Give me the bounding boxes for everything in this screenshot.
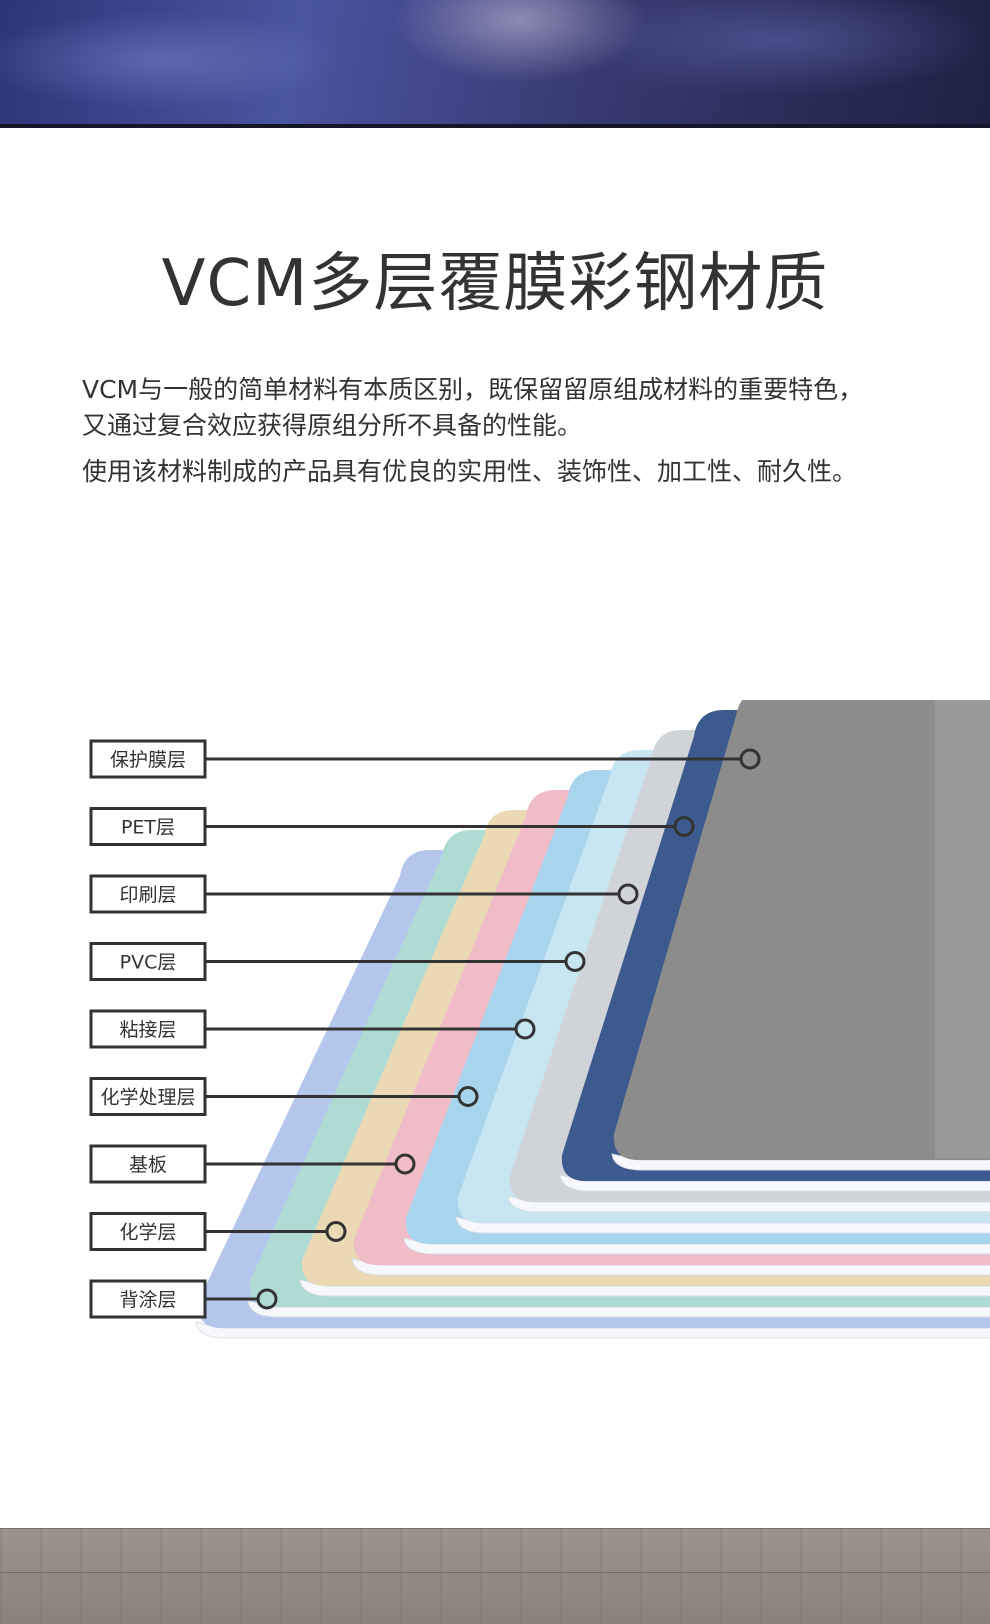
hero-photo-edge: [0, 124, 990, 128]
description-line-3: 使用该材料制成的产品具有优良的实用性、装饰性、加工性、耐久性。: [82, 457, 858, 486]
leader-dot: [673, 816, 695, 837]
sheet-highlight: [935, 700, 990, 1158]
sheet-edge: [507, 1195, 990, 1213]
leader-dot: [457, 1086, 479, 1107]
sheet-edge: [611, 1153, 990, 1171]
layer-label: PVC层: [120, 952, 177, 974]
sheet-edge: [351, 1258, 990, 1276]
layer-label: 化学层: [119, 1222, 176, 1244]
hero-photo-strip: [0, 0, 990, 128]
description-line-1: VCM与一般的简单材料有本质区别，既保留留原组成材料的重要特色，: [82, 375, 864, 404]
leader-dot: [739, 748, 761, 770]
leader-dot: [394, 1153, 416, 1175]
layer-label: 粘接层: [119, 1019, 176, 1041]
floor-plank-line: [0, 1572, 990, 1613]
layer-label: 印刷层: [119, 884, 176, 906]
floor-photo-strip: [0, 1528, 990, 1624]
sheet-edge: [559, 1174, 990, 1192]
leader-dot: [514, 1018, 536, 1040]
layer-label-box: [89, 1009, 207, 1049]
sheet-edge: [455, 1216, 990, 1234]
sheet-edge: [247, 1300, 990, 1318]
layer-callout: 印刷层: [89, 874, 639, 914]
sheet-edge: [299, 1279, 990, 1297]
layer-callout: 化学层: [89, 1212, 347, 1251]
description-line-2: 又通过复合效应获得原组分所不具备的性能。: [82, 411, 583, 440]
layer-callout: 背涂层: [89, 1279, 278, 1319]
layer-label: 基板: [129, 1154, 167, 1176]
floor-plank-line: [0, 1528, 990, 1569]
leader-dot: [617, 883, 639, 905]
layer-label-box: [89, 1144, 207, 1184]
layer-label: 化学处理层: [100, 1087, 195, 1109]
layer-callout: 粘接层: [89, 1009, 536, 1049]
layer-callout: 保护膜层: [89, 739, 761, 779]
layer-sheet: [613, 700, 990, 1160]
layer-sheets: [195, 700, 990, 1339]
leader-dot: [564, 951, 586, 972]
layer-callout: 化学处理层: [89, 1077, 479, 1116]
layer-label-box: [89, 874, 207, 914]
layer-label: 保护膜层: [110, 749, 186, 771]
layer-label-box: [89, 942, 207, 981]
layer-label: PET层: [121, 817, 175, 839]
layer-callout: PVC层: [89, 942, 586, 981]
sheet-edge: [403, 1237, 990, 1255]
page-title: VCM多层覆膜彩钢材质: [161, 247, 829, 321]
sheet-edge: [195, 1321, 990, 1339]
layer-label: 背涂层: [119, 1289, 176, 1311]
leader-dot: [256, 1288, 278, 1310]
layer-callout: 基板: [89, 1144, 416, 1184]
leader-dot: [325, 1221, 347, 1242]
layer-callout: PET层: [89, 807, 695, 846]
